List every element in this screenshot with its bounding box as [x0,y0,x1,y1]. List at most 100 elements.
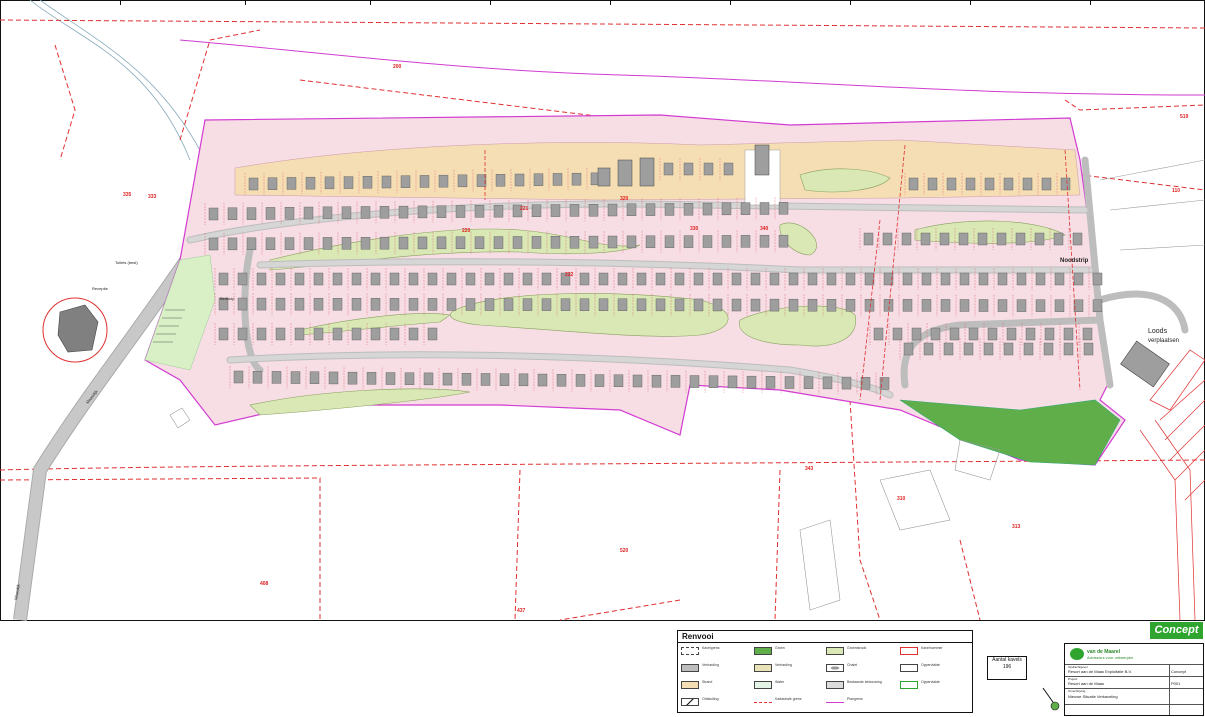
chalet [522,272,533,286]
chalet [1060,177,1071,191]
legend-label: Verharding [702,663,719,667]
chalet [284,237,295,250]
chalet [560,272,571,286]
chalet [664,235,675,248]
plot-count-value: 196 [1002,664,1012,670]
chalet [370,298,381,311]
chalet [208,207,219,221]
legend-swatch [681,664,699,672]
chalet [712,298,723,312]
chalet [769,272,780,286]
chalet [863,232,874,246]
legend-item: Ontsluiting [681,696,753,710]
legend-item: Oppervlakte [900,662,972,676]
chalet [398,205,409,219]
cadastral-lines [0,19,1205,621]
chalet [723,162,734,176]
chalet [703,162,714,176]
chalet [579,298,590,311]
legend-swatch [754,664,772,672]
chalet [514,173,525,187]
chalet [1043,342,1054,356]
legend-swatch [900,664,918,672]
chalet [920,232,931,246]
chalet [322,206,333,220]
chalet [436,236,447,250]
chalet [778,234,789,248]
chalet [693,298,704,312]
chalet [389,298,400,311]
chalet [1003,177,1014,191]
legend-swatch [826,664,844,672]
chalet [1092,272,1103,286]
chalet [484,298,495,311]
chalet [218,297,229,311]
chalet [389,272,400,286]
legend-item: Kadastrale grens [754,696,826,710]
legend-item: Verharding [754,662,826,676]
legend-label: Plangrens [847,697,863,701]
parcel-number: 519 [1180,114,1189,120]
chalet [265,237,276,250]
chalet [347,371,358,385]
legend-swatch [754,647,772,655]
chalet [978,299,989,312]
chalet [845,299,856,312]
drawing-label: Omschrijving [1068,689,1086,693]
chalet [655,298,666,312]
chalet [533,173,544,186]
chalet [227,207,238,221]
legend-item: Plangrens [826,696,898,710]
chalet [997,299,1008,312]
chalet [218,272,229,286]
chalet [674,298,685,312]
chalet [256,327,267,341]
chalet [778,202,789,215]
legend-item: Bestaande bebouwing [826,679,898,693]
legend-label: Water [775,680,785,684]
chalet [921,299,932,312]
chalet [408,298,419,311]
chalet [1063,327,1074,341]
chalet [366,372,377,385]
chalet [313,327,324,341]
chalet [911,327,922,341]
chalet [1035,272,1046,286]
chalet [927,177,938,191]
chalet [598,298,609,311]
chalet [663,162,674,176]
chalet [607,203,618,217]
chalet [417,236,428,250]
chalet [512,204,523,218]
chalet [683,235,694,248]
chalet [227,237,238,251]
chalet [313,297,324,311]
chalet [550,204,561,217]
chalet [902,272,913,286]
legend-swatch [900,647,918,655]
plot-count-box: Aantal kavels 196 [987,656,1027,680]
chalet [484,272,495,286]
chalet [683,203,694,216]
company-name: van de Maarel [1087,649,1121,655]
legend-title: Renvooi [682,632,714,641]
parcel-number: 221 [520,206,529,212]
chalet [921,272,932,286]
chalet [493,236,504,249]
chalet [518,373,529,387]
chalet [256,272,267,286]
receptie-label: Receptie [92,286,109,291]
parcel-number: 408 [260,581,269,587]
chalet [731,298,742,312]
chalet [457,174,468,188]
chalet [883,299,894,312]
legend-label: Bestaande bebouwing [847,680,882,684]
chalet [958,232,969,246]
legend-label: Kadastrale grens [775,697,802,701]
chalet [822,376,833,390]
chalet [788,272,799,286]
chalet [385,372,396,385]
chalet [977,232,988,246]
chalet [1083,342,1094,356]
chalet [332,327,343,341]
